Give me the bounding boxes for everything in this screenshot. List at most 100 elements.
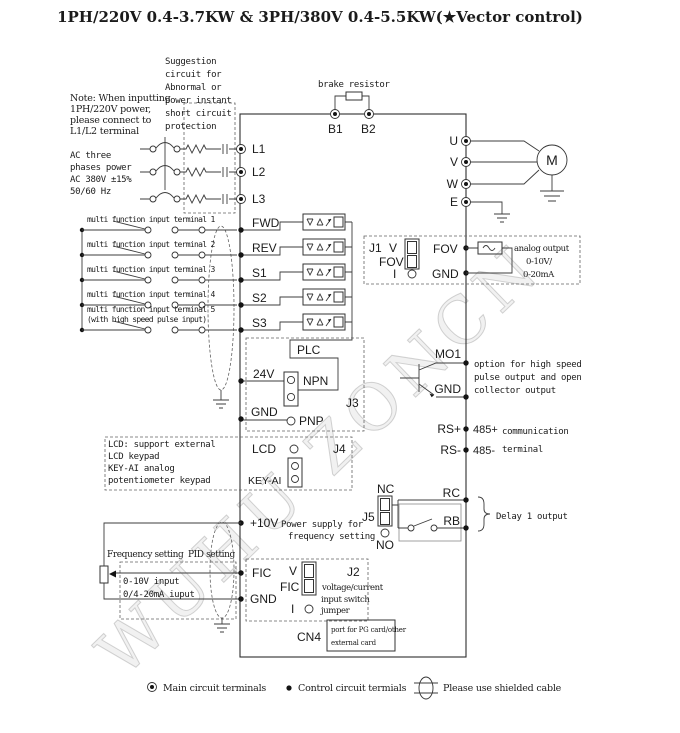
input-row-s2: multi function input terminal 4 S2 <box>79 288 352 309</box>
comm-note-line: communication <box>502 427 569 437</box>
terminal-u <box>461 136 471 146</box>
terminal-b2-label: B2 <box>361 122 376 136</box>
terminal-s3 <box>238 327 244 333</box>
j1-i-label: I <box>393 267 396 281</box>
terminal-s2-label: S2 <box>252 291 267 305</box>
optocoupler <box>302 238 346 256</box>
j2-i-label: I <box>291 602 294 616</box>
j3-label: J3 <box>346 396 359 410</box>
cn4-section: CN4 port for PG card/other external card <box>297 619 407 652</box>
suggestion-line: Suggestion <box>165 57 216 67</box>
terminal-gnd-1 <box>238 416 244 422</box>
mo1-note-line: pulse output and open <box>474 373 582 383</box>
terminal-rb-label: RB <box>443 514 460 528</box>
inverter-box <box>239 113 467 658</box>
terminal-s2 <box>238 302 244 308</box>
analog-meter-symbol <box>477 241 503 255</box>
terminal-rev-label: REV <box>252 241 277 255</box>
terminal-l3-label: L3 <box>252 192 266 206</box>
terminal-fic-label: FIC <box>252 566 272 580</box>
key-ai-label: KEY-AI <box>248 475 281 487</box>
frequency-setting-section: Frequency setting PID setting 0-10V inpu… <box>99 521 241 633</box>
cn4-label: CN4 <box>297 630 321 644</box>
terminal-l1-label: L1 <box>252 142 266 156</box>
relay-body <box>398 503 462 542</box>
j2-section: FIC GND V FIC J2 voltage/current input s… <box>238 558 384 622</box>
j1-analog-output-section: J1 V FOV I FOV GND analog output 0-10V/ … <box>363 235 581 285</box>
rs485-minus-label: 485- <box>473 445 495 457</box>
power-row-l2: L2 <box>140 165 266 179</box>
terminal-e <box>461 197 471 207</box>
suggestion-note: Suggestion circuit for Abnormal or power… <box>165 57 236 214</box>
brake-resistor-label: brake resistor <box>318 80 391 90</box>
terminal-s1 <box>238 277 244 283</box>
legend-main-label: Main circuit terminals <box>163 683 266 694</box>
power-input-section: L1 L2 L3 <box>140 137 266 206</box>
terminal-rs-plus <box>463 426 469 432</box>
terminal-l2-label: L2 <box>252 165 266 179</box>
multi-input-label-4: multi function input terminal 4 <box>87 290 215 299</box>
terminal-rev <box>238 252 244 258</box>
terminal-rc <box>463 497 469 503</box>
legend: Main circuit terminals Control circuit t… <box>147 676 562 700</box>
lcd-pin <box>289 444 299 454</box>
terminal-fwd-label: FWD <box>252 216 280 230</box>
legend-shield-icon <box>414 676 438 700</box>
optocoupler <box>302 288 346 306</box>
note-line: AC three <box>70 151 111 161</box>
j2-note-line: voltage/current <box>321 583 384 593</box>
terminal-rc-label: RC <box>443 486 461 500</box>
shielded-cable-symbol <box>207 225 235 391</box>
npn-jumper <box>283 371 299 407</box>
brake-resistor-symbol <box>345 91 363 101</box>
terminal-fov-label: FOV <box>433 242 458 256</box>
lcd-keypad-section: LCD: support external LCD keypad KEY-AI … <box>104 436 353 491</box>
j2-jumper <box>301 561 317 596</box>
optocoupler <box>302 313 346 331</box>
terminal-v <box>461 157 471 167</box>
plc-npn-pnp-section: PLC 24V NPN J3 GND PNP <box>238 222 365 432</box>
shield-ground <box>214 618 230 633</box>
terminal-gnd4-label: GND <box>434 382 461 396</box>
note-line: 50/60 Hz <box>70 187 111 197</box>
j1-fov-label: FOV <box>379 255 404 269</box>
motor-label: M <box>546 152 558 168</box>
terminal-fic <box>238 570 244 576</box>
no-pin <box>380 528 390 538</box>
page-title: 1PH/220V 0.4-3.7KW & 3PH/380V 0.4-5.5KW(… <box>57 8 583 26</box>
terminal-fwd <box>238 227 244 233</box>
suggestion-line: circuit for <box>165 70 222 80</box>
motor-section: U V W E M <box>447 134 568 223</box>
nc-label: NC <box>377 482 395 496</box>
terminal-10v-label: +10V <box>250 516 278 530</box>
terminal-rs-minus <box>463 447 469 453</box>
terminal-l1 <box>236 144 246 154</box>
j2-label: J2 <box>347 565 360 579</box>
legend-control-label: Control circuit termials <box>298 683 407 694</box>
pnp-pin <box>286 416 296 426</box>
note-line: AC 380V ±15% <box>70 175 132 185</box>
lcd-note-line: LCD: support external <box>108 440 216 450</box>
terminal-l2 <box>236 167 246 177</box>
suggestion-line: Abnormal or <box>165 83 222 93</box>
terminal-e-label: E <box>450 195 458 209</box>
terminal-w-label: W <box>447 177 459 191</box>
multi-input-label-3: multi function input terminal 3 <box>87 265 215 274</box>
suggestion-line: power instant <box>165 96 232 106</box>
legend-control-terminal-icon <box>286 685 292 691</box>
analog-output-note: 0-20mA <box>523 270 555 280</box>
terminal-b2 <box>364 109 374 119</box>
j1-jumper <box>404 238 420 270</box>
j1-i-pin <box>407 269 417 279</box>
terminal-s1-label: S1 <box>252 266 267 280</box>
j2-v-label: V <box>289 564 297 578</box>
mo1-note-line: collector output <box>474 386 556 396</box>
j1-v-label: V <box>389 241 397 255</box>
j2-i-pin <box>304 604 314 614</box>
optocoupler <box>302 213 346 231</box>
j5-jumper <box>377 495 393 527</box>
input-row-s1: multi function input terminal 3 S1 <box>79 263 352 284</box>
terminal-gnd-4 <box>463 394 469 400</box>
note-line: Note: When inputting <box>70 93 171 104</box>
relay-output-section: NC J5 NO RC RB Delay 1 output <box>362 482 568 552</box>
